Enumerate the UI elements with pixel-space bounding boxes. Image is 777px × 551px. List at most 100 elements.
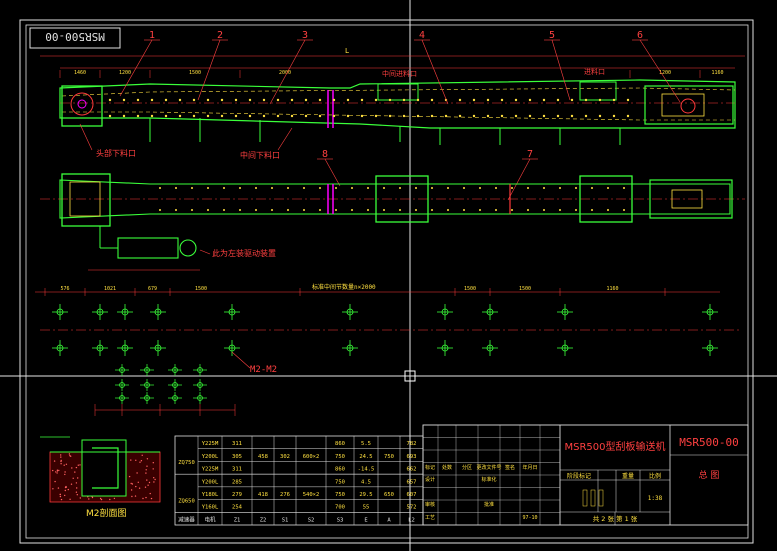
callout-number: 8 [322,149,328,160]
row-label: 审核 [425,501,435,508]
spec-header: S1 [282,517,289,523]
callout-number: 6 [637,30,643,41]
spec-header: 电机 [204,515,216,523]
row-label: 设计 [425,476,435,483]
scale-value: 1:38 [648,495,663,502]
section-detail: M2剖面图 [40,436,161,519]
dim-plan: 1500 [195,286,207,292]
label-inlet-left: 头部下料口 [96,148,136,158]
stamp-box: MSR500-00 [29,27,121,49]
spec-z1: 458 [258,454,268,460]
spec-s2: 750 [335,454,345,460]
dim-top: 2000 [279,70,291,76]
title-sub: 总 图 [699,469,720,481]
dim-plan: 1160 [606,286,618,292]
spec-s3: 24.5 [359,454,372,460]
spec-value: 311 [232,467,242,473]
spec-header: S3 [337,517,344,523]
stamp-code: MSR500-00 [45,30,105,43]
dim-plan: 576 [60,286,69,292]
row-label: 分区 [462,464,472,471]
row-label: 标记 [425,464,435,471]
spec-motor: Y160L [202,505,219,511]
spec-s2: 860 [335,467,345,473]
drive-note: 此为左装驱动装置 [212,248,276,258]
spec-s3: 55 [363,505,370,511]
spec-z2: 302 [280,454,290,460]
row-label: 工艺 [425,515,435,521]
title-code: MSR500-00 [679,436,739,449]
date-text: 97-10 [522,515,537,521]
spec-s3: 29.5 [359,492,372,498]
mid-span-label: 标准中间节数量n×2000 [312,283,376,291]
spec-value: 311 [232,441,242,447]
dim-top: 1200 [119,70,131,76]
spec-s3: -14.5 [358,467,375,473]
spec-a: 693 [407,454,417,460]
dim-top: 1160 [711,70,723,76]
spec-e: 750 [384,454,394,460]
spec-header: A [387,517,391,523]
row-label: 年月日 [522,464,537,471]
spec-s1: 600×2 [303,454,320,460]
spec-a: 662 [407,467,417,473]
spec-value: 254 [232,505,243,511]
dim-top: 1460 [74,70,86,76]
spec-motor: Y225M [202,441,219,447]
dim-top: 1500 [189,70,201,76]
spec-motor: Y200L [202,454,219,460]
spec-reducer: ZQ750 [178,460,195,466]
dim-top: 1200 [659,70,671,76]
spec-header: S2 [308,517,315,523]
spec-header: L2 [408,517,415,523]
row-label: 处数 [442,464,452,471]
spec-header: Z1 [234,517,241,523]
spec-value: 305 [232,454,242,460]
spec-s3: 4.5 [361,479,371,485]
spec-header: E [364,517,367,523]
crosshair-pickbox[interactable] [404,370,416,382]
spec-a: 572 [407,505,417,511]
spec-a: 607 [407,492,417,498]
spec-s2: 750 [335,492,345,498]
spec-header: Z2 [260,517,267,523]
dim-plan: 679 [148,286,157,292]
spec-z1: 418 [258,492,268,498]
callout-number: 7 [527,149,533,160]
elevation-view: L 1460 1200 1500 2000 1200 1160 1 2 [40,30,745,201]
spec-e: 650 [384,492,394,498]
scale-label: 比例 [649,472,661,480]
sheet-info: 共 2 张 第 1 张 [593,514,638,523]
outer-border [19,19,754,544]
spec-a: 782 [407,441,417,447]
section-title: M2剖面图 [86,507,127,519]
row-label: 更改文件号 [476,464,501,471]
row-label: 批准 [484,501,494,508]
callout-number: 2 [217,30,223,41]
label-inlet-mid-top: 中间进料口 [382,69,417,78]
spec-motor: Y200L [202,479,219,485]
label-inlet-mid: 中间下料口 [240,150,280,160]
title-name: MSR500型刮板输送机 [564,440,665,453]
callout-number: 5 [549,30,555,41]
label-inlet-right: 进料口 [584,67,605,76]
spec-s2: 750 [335,479,345,485]
plan-view: 此为左装驱动装置 [40,173,745,271]
spec-a: 657 [407,479,417,485]
spec-value: 285 [232,479,242,485]
spec-motor: Y180L [202,492,219,498]
dim-plan: 1500 [464,286,476,292]
length-label: L [345,47,349,55]
spec-value: 279 [232,492,242,498]
spec-s3: 5.5 [361,441,371,447]
dim-plan: 1500 [519,286,531,292]
spec-reducer: ZQ650 [178,498,195,504]
row-label: 标准化 [481,476,496,483]
spec-s2: 700 [335,505,345,511]
callout-number: 4 [419,30,425,41]
section-label: M2-M2 [250,365,277,375]
callout-number: 1 [149,30,155,41]
